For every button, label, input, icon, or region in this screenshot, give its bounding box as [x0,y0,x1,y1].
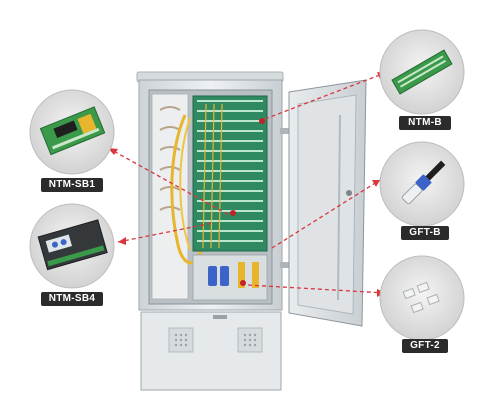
fiber-cabinet-image [136,71,367,391]
callout-lines [107,72,386,294]
gft-b-label: GFT-B [401,226,449,240]
ntm-sb4-label: NTM-SB4 [41,292,103,306]
gft-2-label: GFT-2 [402,339,448,353]
ntm-sb1-label: NTM-SB1 [41,178,103,192]
ntm-b-module-image [379,29,465,115]
gft-2-clip-image [379,255,465,341]
arrowhead-icon [118,237,126,245]
ntm-b-label: NTM-B [399,116,451,130]
gft-b-connector-image [379,141,465,227]
ntm-sb1-module-image [29,89,115,175]
arrowhead-icon [372,180,380,187]
ntm-sb4-module-image [29,203,115,289]
